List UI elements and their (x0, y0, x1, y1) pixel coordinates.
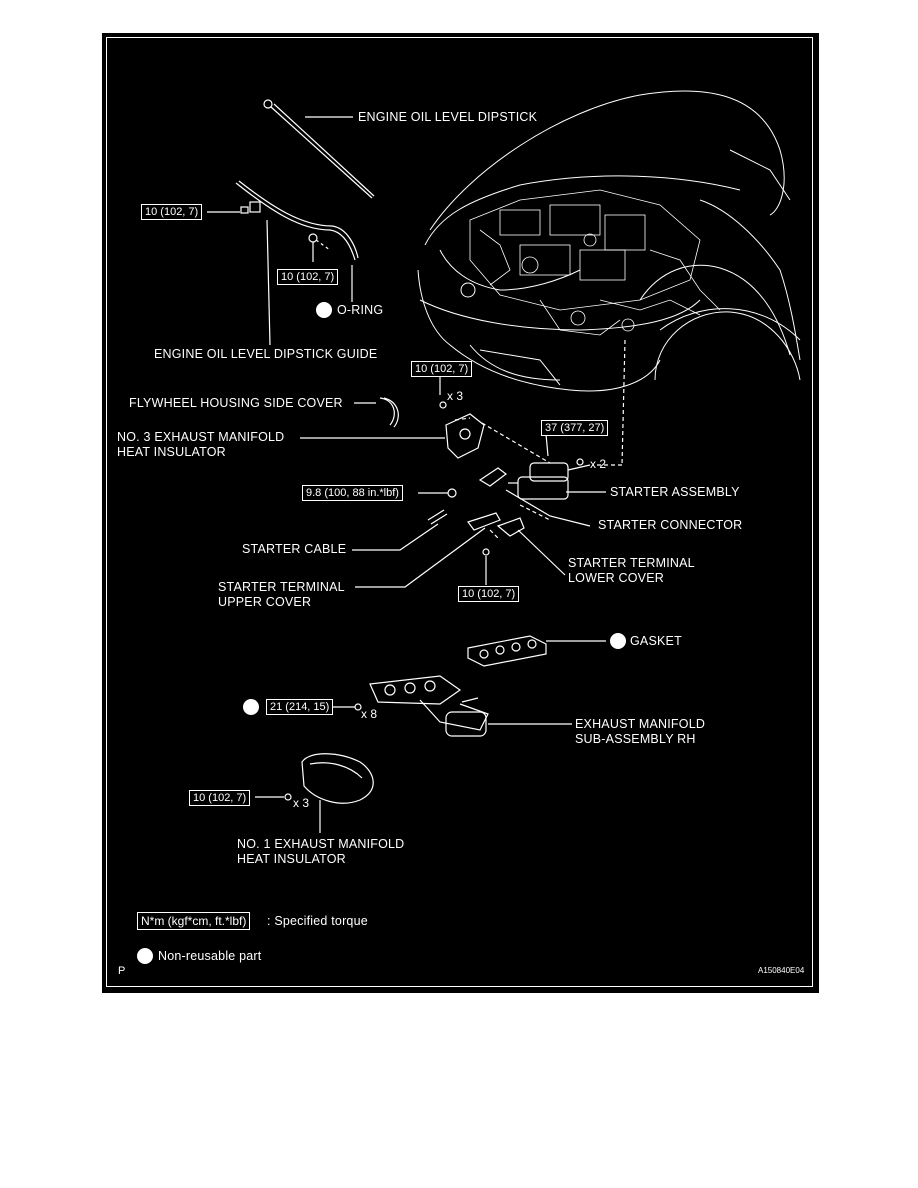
starter-cable-part (427, 509, 448, 525)
label-no3-insulator: NO. 3 EXHAUST MANIFOLD HEAT INSULATOR (117, 430, 285, 459)
label-starter-assembly: STARTER ASSEMBLY (610, 485, 740, 499)
count-x2: x 2 (590, 457, 607, 471)
gasket-part (467, 635, 547, 667)
nut-part (447, 488, 457, 498)
leader-t4 (545, 433, 549, 457)
engine-bay-detail (469, 189, 721, 336)
dipstick-part (263, 99, 375, 199)
label-no1-insulator: NO. 1 EXHAUST MANIFOLD HEAT INSULATOR (237, 837, 405, 866)
starter-assembly-part (478, 458, 591, 500)
label-starter-cable: STARTER CABLE (242, 542, 347, 556)
corner-p-label: P (118, 965, 126, 977)
terminal-upper-cover-part (467, 512, 501, 531)
leader-cable (352, 523, 439, 551)
count-x3-upper: x 3 (447, 389, 464, 403)
label-dipstick: ENGINE OIL LEVEL DIPSTICK (358, 110, 538, 124)
label-terminal-lower: STARTER TERMINAL LOWER COVER (568, 556, 695, 585)
label-exhaust-manifold: EXHAUST MANIFOLD SUB-ASSEMBLY RH (575, 717, 706, 746)
figure-code: A150840E04 (758, 966, 805, 975)
torque-box-2: 10 (102, 7) (277, 269, 339, 285)
dipstick-guide-part (235, 180, 359, 297)
label-dipstick-guide: ENGINE OIL LEVEL DIPSTICK GUIDE (154, 347, 378, 361)
no3-insulator-part (439, 401, 485, 459)
torque-box-5: 9.8 (100, 88 in.*lbf) (302, 485, 403, 501)
vehicle-front-outline (417, 90, 801, 392)
label-oring: O-RING (337, 303, 384, 317)
torque-box-6: 10 (102, 7) (458, 586, 520, 602)
torque-box-1: 10 (102, 7) (141, 204, 203, 220)
leader-upper (355, 527, 486, 588)
legend-nonreusable-text: Non-reusable part (158, 949, 262, 963)
dash-starter-1 (481, 422, 551, 464)
count-x8: x 8 (361, 707, 378, 721)
label-terminal-upper: STARTER TERMINAL UPPER COVER (218, 580, 345, 609)
torque-box-4: 37 (377, 27) (541, 420, 609, 436)
nonreusable-dot-bolts (243, 699, 259, 715)
legend-torque-text: : Specified torque (267, 914, 368, 928)
torque-box-7: 21 (214, 15) (266, 699, 334, 715)
leader-connector (505, 489, 591, 527)
torque-box-3: 10 (102, 7) (411, 361, 473, 377)
dash-starter-3 (519, 504, 551, 521)
label-flywheel-cover: FLYWHEEL HOUSING SIDE COVER (129, 396, 343, 410)
flywheel-cover-part (379, 397, 399, 428)
dash-vehicle-1 (621, 339, 626, 466)
count-x3-lower: x 3 (293, 796, 310, 810)
label-starter-connector: STARTER CONNECTOR (598, 518, 743, 532)
nonreusable-dot-oring (316, 302, 332, 318)
legend-torque-box: N*m (kgf*cm, ft.*lbf) (137, 912, 251, 930)
leader-lower (517, 529, 566, 576)
legend-nonreusable-dot (137, 948, 153, 964)
label-gasket: GASKET (630, 634, 682, 648)
dash-starter-4 (489, 529, 501, 541)
terminal-lower-cover-part (482, 517, 525, 556)
leader-guide (266, 219, 271, 346)
exhaust-manifold-part (354, 675, 489, 737)
nonreusable-dot-gasket (610, 633, 626, 649)
no1-insulator-part (284, 753, 374, 804)
torque-box-8: 10 (102, 7) (189, 790, 251, 806)
